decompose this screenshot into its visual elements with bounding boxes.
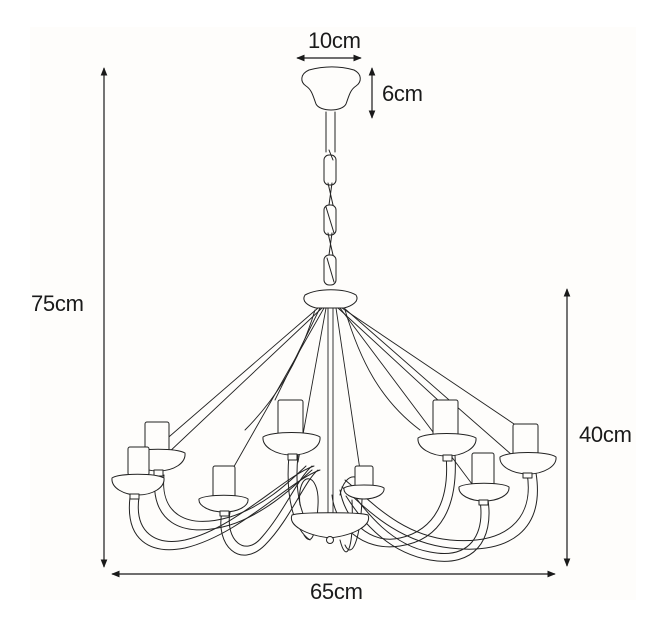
body-height-label: 40cm bbox=[579, 422, 632, 447]
canopy-height-label: 6cm bbox=[382, 81, 423, 106]
bottom-finial bbox=[326, 536, 334, 544]
total-width-label: 65cm bbox=[310, 579, 363, 604]
candle-far-right bbox=[499, 423, 557, 479]
candle-right-back-small bbox=[343, 465, 385, 500]
center-cup bbox=[303, 289, 358, 309]
bottom-bowl bbox=[290, 512, 370, 539]
candle-right-center bbox=[417, 399, 477, 462]
chain bbox=[323, 149, 337, 286]
candle-right-back bbox=[458, 452, 510, 506]
chandelier bbox=[111, 66, 557, 562]
candle-left-center bbox=[198, 465, 249, 517]
dimension-lines bbox=[100, 54, 571, 578]
canopy-width-label: 10cm bbox=[308, 28, 361, 53]
ceiling-canopy bbox=[301, 66, 361, 111]
candle-front-left bbox=[111, 446, 165, 500]
total-height-label: 75cm bbox=[31, 291, 84, 316]
support-rods bbox=[147, 307, 521, 521]
top-rod bbox=[325, 111, 336, 153]
candle-center bbox=[262, 399, 321, 461]
